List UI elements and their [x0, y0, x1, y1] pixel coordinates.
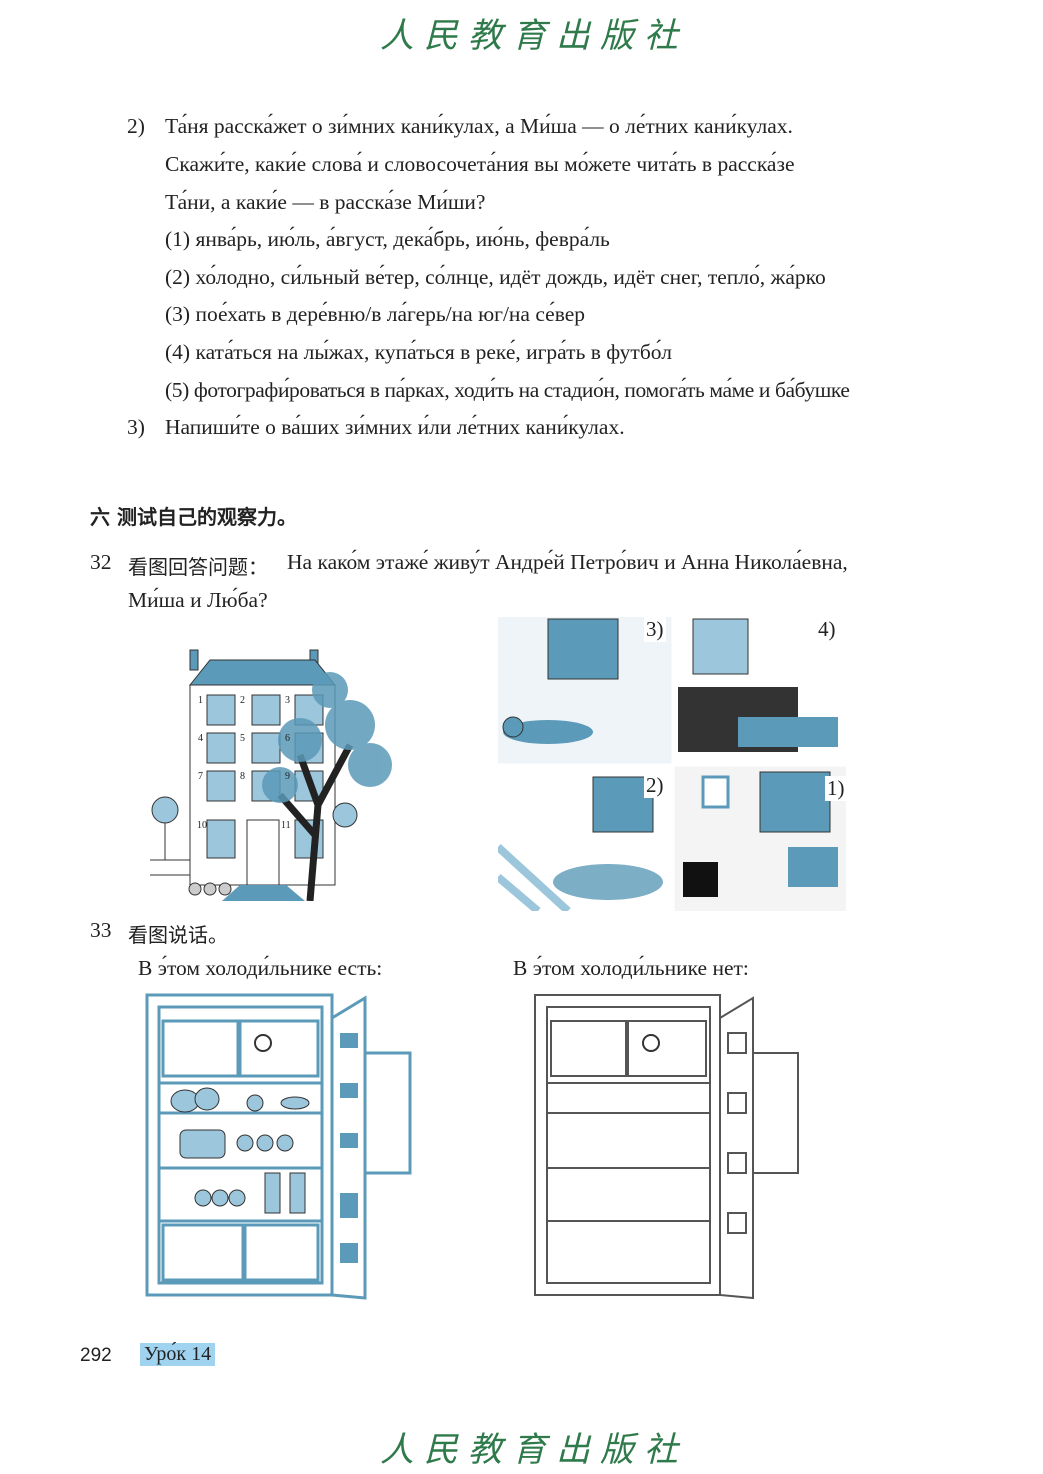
- house-window-number: 4: [198, 733, 203, 744]
- house-window-number: 7: [198, 771, 203, 782]
- exercise-text: Ми́ша и Лю́ба?: [128, 588, 268, 612]
- full-fridge-illustration: [145, 993, 412, 1300]
- lesson-label: Уро́к 14: [140, 1343, 216, 1366]
- house-window-number: 1: [198, 695, 203, 706]
- room-label: 3): [644, 617, 666, 642]
- task-text: Та́ня расска́жет о зи́мних кани́кулах, а…: [165, 114, 793, 138]
- empty-fridge-illustration: [534, 994, 799, 1300]
- house-window-number: 3: [285, 695, 290, 706]
- exercise-number: 32: [90, 550, 112, 574]
- publisher-logo-top: 人民教育出版社: [380, 16, 688, 56]
- task-number: 3): [127, 415, 145, 439]
- task-text: Напиши́те о ва́ших зи́мних и́ли ле́тних …: [165, 415, 625, 439]
- task-number: 2): [127, 114, 145, 138]
- exercise-number: 33: [90, 918, 112, 942]
- exercise-text: На како́м этаже́ живу́т Андре́й Петро́ви…: [287, 550, 848, 574]
- house-window-number: 9: [285, 771, 290, 782]
- house-window-number: 6: [285, 733, 290, 744]
- house-window-number: 8: [240, 771, 245, 782]
- house-window-number: 10: [197, 820, 207, 831]
- exercise-instruction-cn: 看图说话。: [128, 923, 228, 947]
- option-item: (5) фотографи́роваться в па́рках, ходи́т…: [165, 378, 850, 402]
- page-number: 292: [80, 1345, 112, 1366]
- house-window-number: 11: [281, 820, 291, 831]
- exercise-instruction-cn: 看图回答问题：: [128, 555, 268, 579]
- publisher-logo-bottom: 人民教育出版社: [380, 1430, 688, 1470]
- task-text: Та́ни, а каки́е — в расска́зе Ми́ши?: [165, 190, 486, 214]
- room-label: 1): [825, 776, 847, 801]
- house-window-number: 5: [240, 733, 245, 744]
- fridge-caption-right: В э́том холоди́льнике нет:: [513, 956, 749, 980]
- rooms-illustration: [498, 617, 846, 911]
- room-label: 4): [816, 617, 838, 642]
- house-illustration: [150, 649, 392, 901]
- option-item: (2) хо́лодно, си́льный ве́тер, со́лнце, …: [165, 265, 826, 289]
- house-window-number: 2: [240, 695, 245, 706]
- fridge-caption-left: В э́том холоди́льнике есть:: [138, 956, 383, 980]
- option-item: (4) ката́ться на лы́жах, купа́ться в рек…: [165, 340, 672, 364]
- section-title: 六 测试自己的观察力。: [90, 505, 297, 529]
- room-label: 2): [644, 773, 666, 798]
- option-item: (1) янва́рь, ию́ль, а́вгуст, дека́брь, и…: [165, 227, 610, 251]
- task-text: Скажи́те, каки́е слова́ и словосочета́ни…: [165, 152, 795, 176]
- option-item: (3) пое́хать в дере́вню/в ла́герь/на юг/…: [165, 302, 586, 326]
